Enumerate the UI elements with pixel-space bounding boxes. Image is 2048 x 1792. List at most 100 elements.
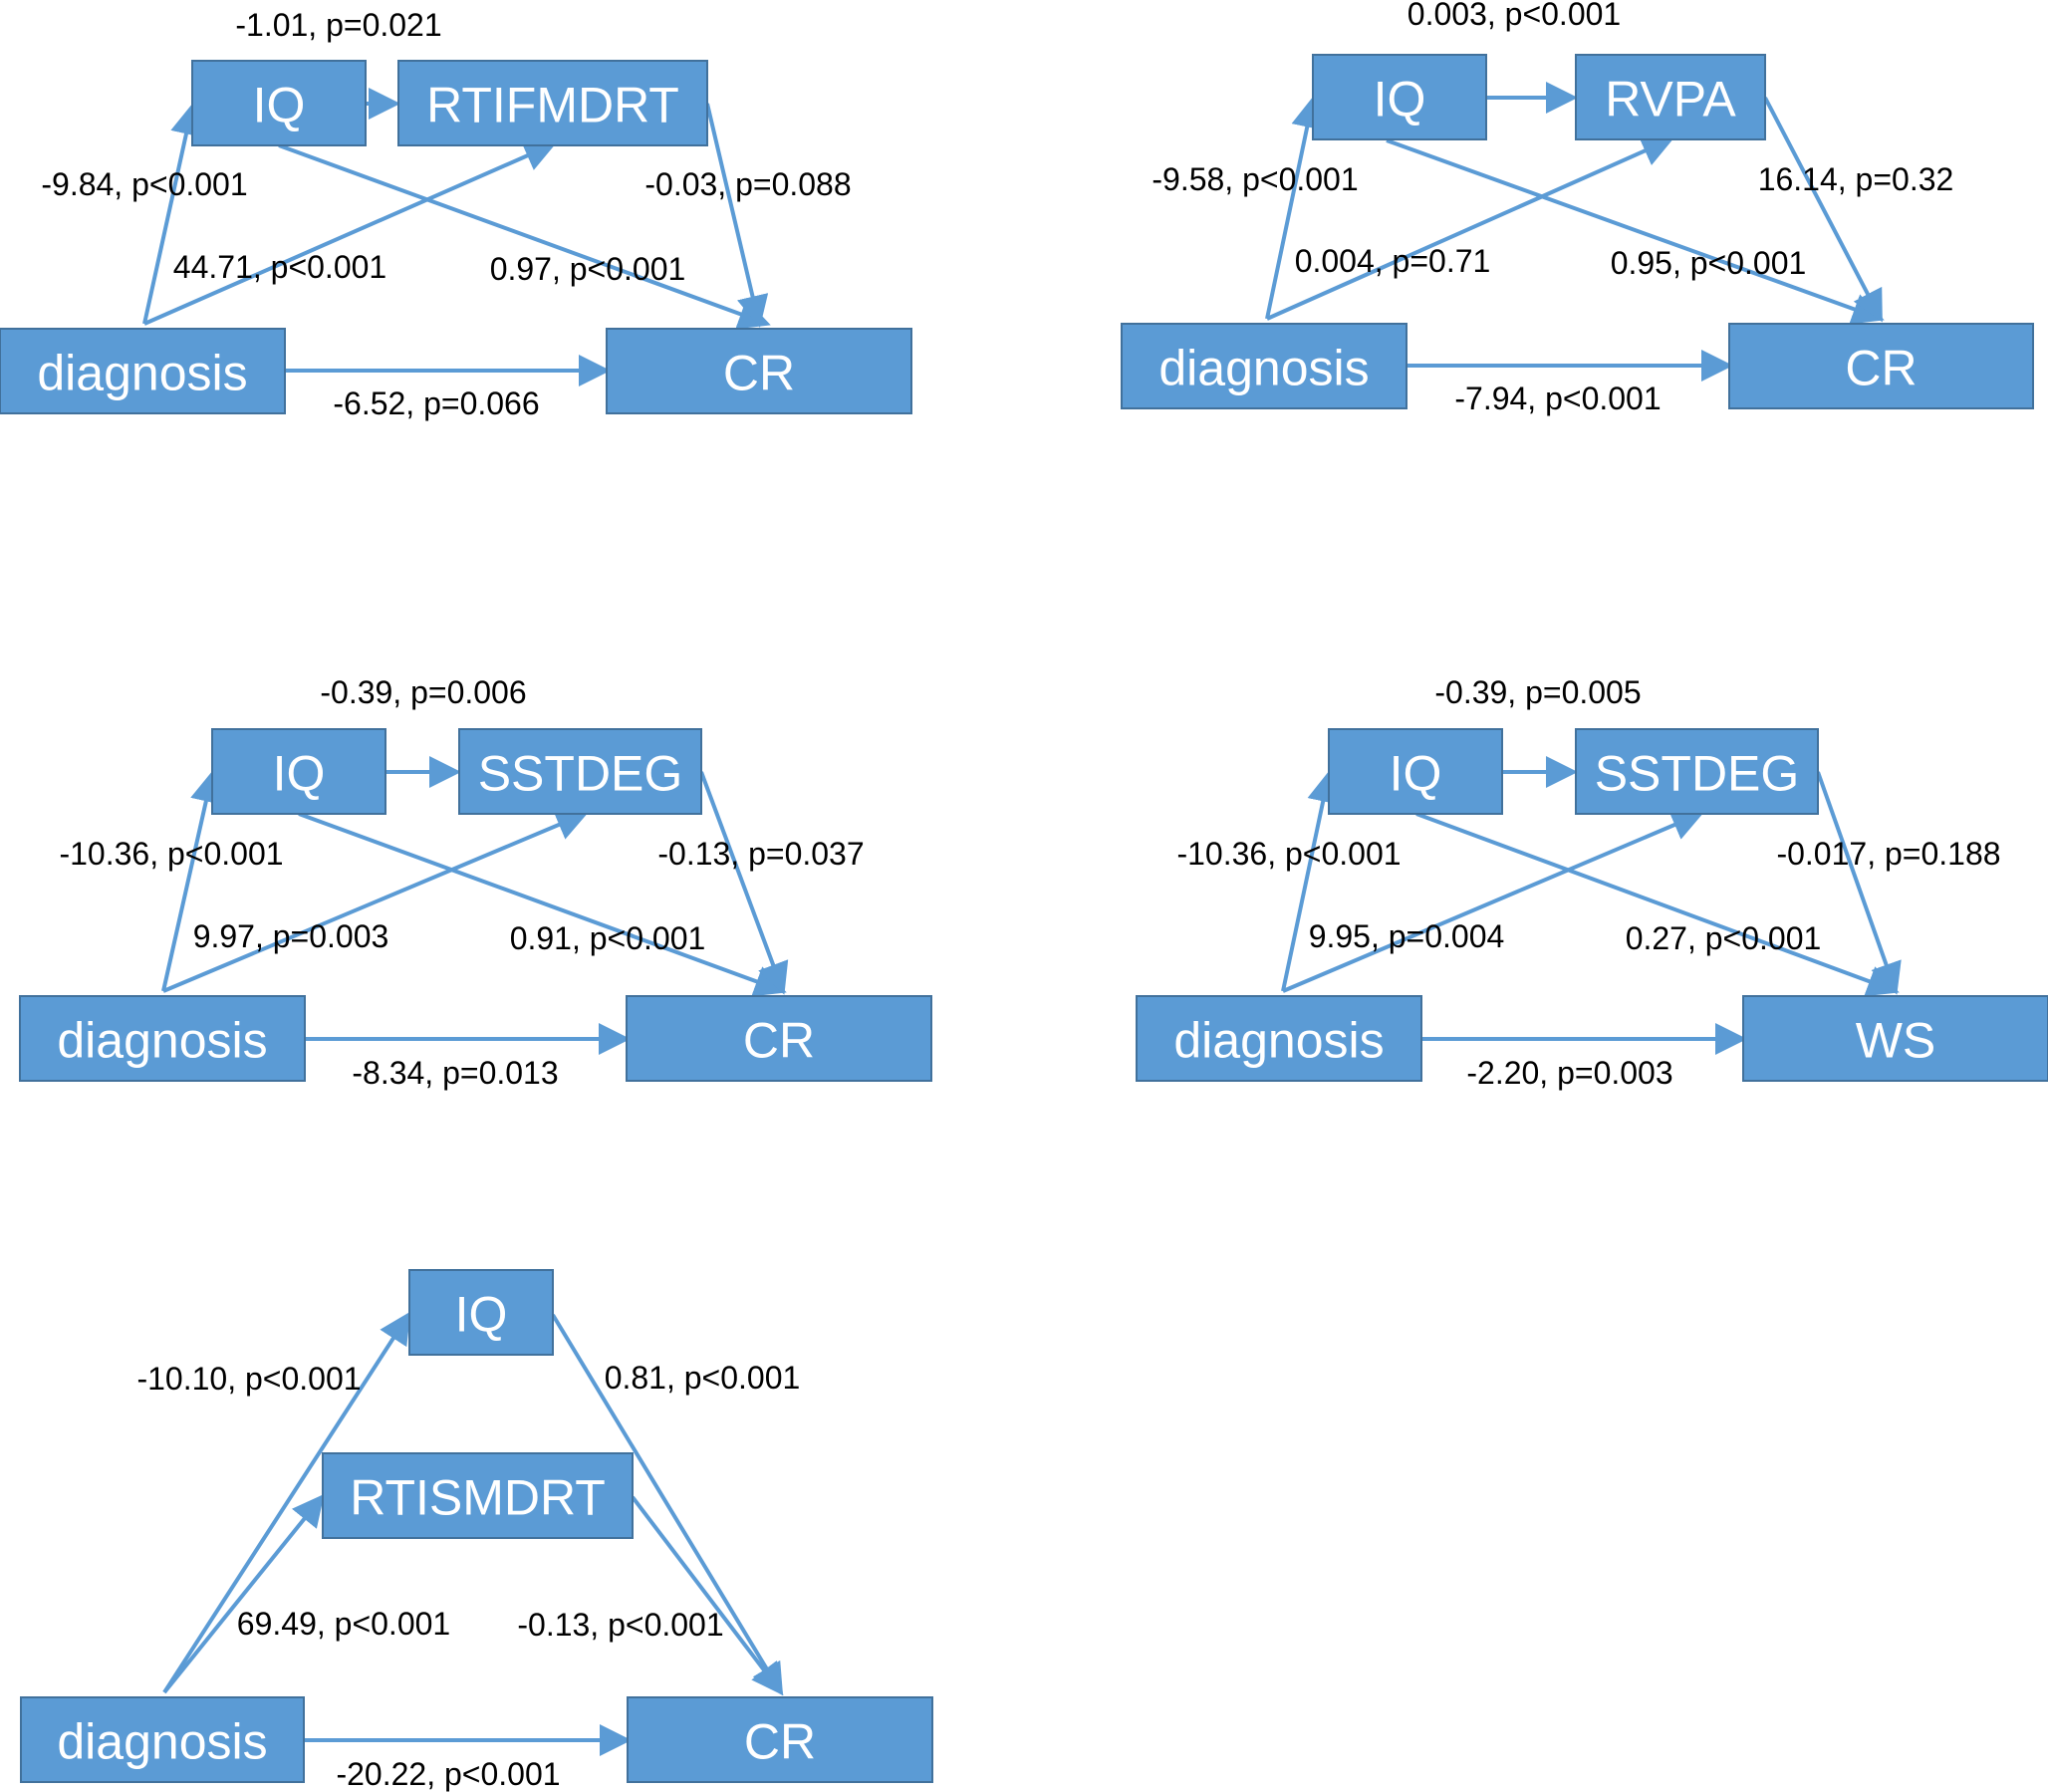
node-d5-X: diagnosis: [20, 1696, 305, 1783]
node-d5-M: RTISMDRT: [322, 1452, 634, 1539]
edge-label-d3-X-to-IQ: -10.36, p<0.001: [59, 836, 283, 872]
edge-label-group-d2-5: -7.94, p<0.001: [1454, 381, 1661, 416]
node-label-d4-M: SSTDEG: [1595, 746, 1800, 802]
arrow-d3-X-to-M: [162, 810, 589, 993]
node-label-d2-Y: CR: [1845, 341, 1917, 396]
edge-label-group-d5-1: 0.81, p<0.001: [605, 1360, 801, 1396]
edge-label-group-d1-5: -6.52, p=0.066: [333, 385, 539, 421]
edge-label-d4-X-to-Y: -2.20, p=0.003: [1466, 1055, 1672, 1091]
edge-d1-X-to-M: [143, 140, 557, 326]
node-label-d2-IQ: IQ: [1374, 72, 1426, 128]
edge-label-group-d3-3: 0.91, p<0.001: [510, 920, 706, 956]
edge-label-group-d2-1: -9.58, p<0.001: [1152, 161, 1358, 197]
edge-label-group-d2-2: 0.004, p=0.71: [1295, 243, 1491, 279]
edge-label-group-d3-1: -10.36, p<0.001: [59, 836, 283, 872]
edge-label-group-d3-4: -0.13, p=0.037: [657, 836, 864, 872]
edge-d1-IQ-to-Y: [278, 143, 771, 330]
node-label-d3-IQ: IQ: [273, 746, 326, 802]
edge-d2-X-to-M: [1266, 135, 1674, 321]
edge-label-group-d2-3: 0.95, p<0.001: [1611, 245, 1807, 281]
edge-label-d3-IQ-to-Y: 0.91, p<0.001: [510, 920, 706, 956]
edge-label-d4-X-to-IQ: -10.36, p<0.001: [1176, 836, 1401, 872]
arrow-d2-M-to-Y: [1763, 97, 1883, 323]
node-d2-X: diagnosis: [1121, 323, 1408, 409]
node-box-d5-M: [322, 1452, 634, 1539]
node-label-d4-Y: WS: [1856, 1013, 1936, 1069]
arrow-d4-X-to-IQ: [1281, 770, 1339, 992]
edge-d3-X-to-IQ: [161, 770, 222, 992]
edge-label-d5-X-to-Y: -20.22, p<0.001: [336, 1756, 560, 1792]
edge-label-group-d3-2: 9.97, p=0.003: [193, 918, 389, 954]
edge-d3-IQ-to-Y: [298, 812, 787, 997]
edge-d1-X-to-IQ: [142, 103, 202, 325]
node-d3-IQ: IQ: [211, 728, 386, 815]
arrow-d5-M-to-Y: [631, 1495, 784, 1696]
edge-label-group-d5-3: -0.13, p<0.001: [517, 1607, 723, 1643]
node-d4-X: diagnosis: [1136, 995, 1422, 1082]
edge-label-d5-M-to-Y: -0.13, p<0.001: [517, 1607, 723, 1643]
edge-d3-X-to-M: [162, 810, 589, 993]
node-box-d5-X: [20, 1696, 305, 1783]
edge-label-d2-IQ-to-Y: 0.95, p<0.001: [1611, 245, 1807, 281]
edge-d5-X-to-M: [162, 1493, 325, 1694]
node-box-d5-IQ: [408, 1269, 554, 1356]
node-label-d1-M: RTIFMDRT: [426, 78, 679, 133]
edge-label-d4-M-to-Y: -0.017, p=0.188: [1776, 836, 2000, 872]
edge-label-d2-X-to-M: 0.004, p=0.71: [1295, 243, 1491, 279]
edge-label-group-d5-4: -20.22, p<0.001: [336, 1756, 560, 1792]
edge-label-d3-IQ-to-M: -0.39, p=0.006: [320, 674, 526, 710]
edge-label-group-d2-0: 0.003, p<0.001: [1408, 0, 1621, 32]
node-label-d5-IQ: IQ: [455, 1287, 508, 1343]
arrow-d3-X-to-IQ: [161, 770, 222, 992]
node-box-d1-IQ: [191, 60, 367, 146]
node-box-d3-X: [19, 995, 306, 1082]
node-d5-IQ: IQ: [408, 1269, 554, 1356]
edge-label-d4-IQ-to-M: -0.39, p=0.005: [1434, 674, 1641, 710]
node-box-d2-Y: [1728, 323, 2034, 409]
node-d1-X: diagnosis: [0, 328, 286, 414]
edge-d4-IQ-to-Y: [1415, 812, 1900, 997]
edge-label-group-d4-2: 9.95, p=0.004: [1309, 918, 1505, 954]
edge-label-d2-X-to-Y: -7.94, p<0.001: [1454, 381, 1661, 416]
arrow-d5-X-to-IQ: [162, 1311, 411, 1694]
edge-label-d1-IQ-to-M: -1.01, p=0.021: [235, 7, 441, 43]
edge-label-group-d4-4: -0.017, p=0.188: [1776, 836, 2000, 872]
edge-d4-M-to-Y: [1816, 771, 1902, 995]
edge-label-group-d1-0: -1.01, p=0.021: [235, 7, 441, 43]
edge-label-d4-X-to-M: 9.95, p=0.004: [1309, 918, 1505, 954]
edge-label-d3-M-to-Y: -0.13, p=0.037: [657, 836, 864, 872]
node-label-d1-Y: CR: [723, 346, 795, 401]
edge-label-group-d1-4: -0.03, p=0.088: [644, 166, 851, 202]
arrow-d2-X-to-M: [1266, 135, 1674, 321]
edge-d2-X-to-IQ: [1265, 96, 1323, 320]
edge-d3-M-to-Y: [699, 771, 789, 995]
node-label-d1-IQ: IQ: [253, 78, 306, 133]
node-box-d1-X: [0, 328, 286, 414]
edge-label-group-d4-3: 0.27, p<0.001: [1626, 920, 1822, 956]
node-box-d4-IQ: [1328, 728, 1503, 815]
edge-label-group-d2-4: 16.14, p=0.32: [1758, 161, 1954, 197]
edge-label-d5-IQ-to-Y: 0.81, p<0.001: [605, 1360, 801, 1396]
arrow-d4-M-to-Y: [1816, 771, 1902, 995]
arrow-d4-IQ-to-Y: [1415, 812, 1900, 997]
edge-d1-M-to-Y: [705, 103, 769, 328]
edge-label-group-d3-5: -8.34, p=0.013: [352, 1055, 558, 1091]
edge-label-d1-X-to-M: 44.71, p<0.001: [173, 249, 386, 285]
edge-label-d1-X-to-Y: -6.52, p=0.066: [333, 385, 539, 421]
edge-label-group-d5-2: 69.49, p<0.001: [237, 1606, 450, 1642]
node-box-d4-M: [1575, 728, 1819, 815]
node-box-d3-IQ: [211, 728, 386, 815]
node-box-d5-Y: [627, 1696, 933, 1783]
edge-label-d5-X-to-M: 69.49, p<0.001: [237, 1606, 450, 1642]
node-box-d2-X: [1121, 323, 1408, 409]
node-d2-M: RVPA: [1575, 54, 1766, 140]
arrow-d5-X-to-M: [162, 1493, 325, 1694]
arrow-d1-IQ-to-Y: [278, 143, 771, 330]
edge-label-d4-IQ-to-Y: 0.27, p<0.001: [1626, 920, 1822, 956]
edge-label-d1-IQ-to-Y: 0.97, p<0.001: [490, 251, 686, 287]
edge-d5-M-to-Y: [631, 1495, 784, 1696]
node-box-d1-M: [397, 60, 708, 146]
node-label-d2-M: RVPA: [1605, 72, 1736, 128]
node-box-d3-Y: [626, 995, 932, 1082]
